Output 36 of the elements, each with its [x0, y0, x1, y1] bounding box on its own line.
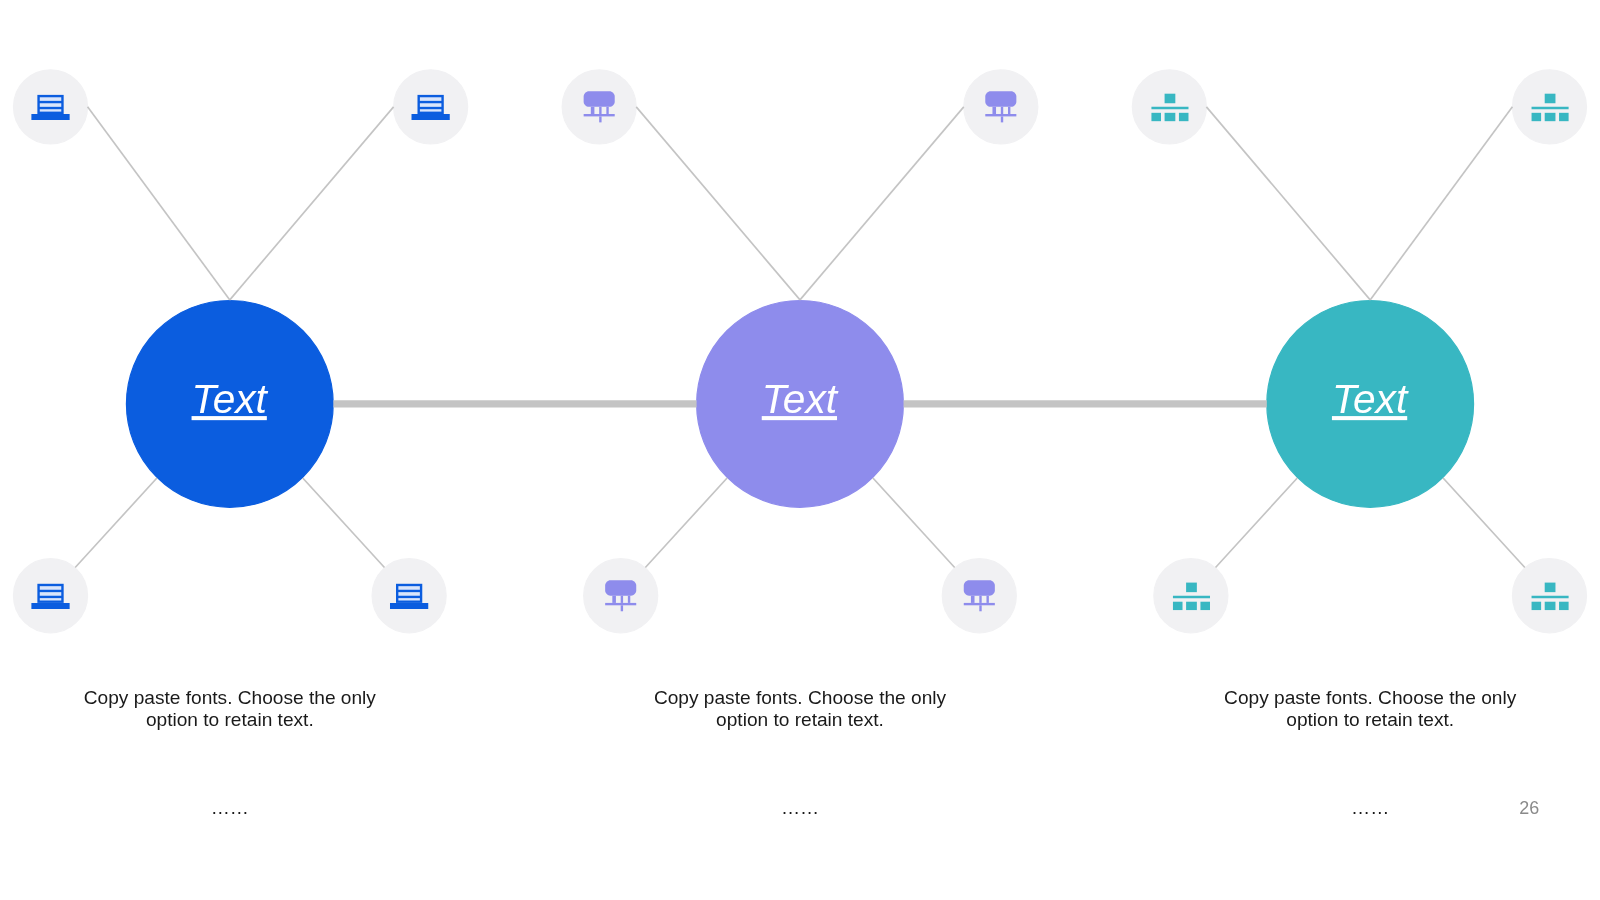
node-circle — [963, 68, 1039, 144]
connector — [635, 105, 801, 301]
connector — [1205, 105, 1371, 301]
label: Copy paste fonts. Choose the only option to retain text. — [1224, 686, 1517, 730]
connector — [644, 476, 728, 568]
connector — [872, 476, 956, 568]
connector — [1442, 476, 1526, 568]
connector — [799, 105, 965, 301]
connector — [229, 105, 395, 301]
node-circle — [583, 557, 659, 633]
node-circle — [392, 68, 469, 144]
node-circle — [12, 557, 89, 633]
connector — [903, 399, 1267, 407]
connector — [1214, 476, 1299, 568]
label: Copy paste fonts. Choose the only option to retain text. — [83, 686, 376, 730]
connector — [74, 476, 158, 568]
label: 26 — [1519, 797, 1540, 818]
connector — [333, 399, 697, 407]
node-circle — [561, 68, 637, 144]
node-circle: Text — [1266, 299, 1475, 508]
label: …… — [1351, 796, 1390, 818]
connector — [86, 105, 231, 301]
label: …… — [210, 796, 249, 818]
node-circle — [371, 557, 447, 633]
node-circle: Text — [125, 299, 334, 508]
node-circle — [1511, 68, 1588, 144]
label: Copy paste fonts. Choose the only option to retain text. — [653, 686, 947, 730]
node-circle — [12, 68, 89, 144]
node-circle: Text — [696, 299, 904, 508]
node-circle — [1153, 557, 1229, 633]
node-circle — [1511, 557, 1588, 633]
connector — [1369, 105, 1514, 301]
node-circle — [1131, 68, 1207, 144]
connector — [301, 476, 386, 568]
label: …… — [780, 796, 820, 818]
node-circle — [941, 557, 1017, 633]
